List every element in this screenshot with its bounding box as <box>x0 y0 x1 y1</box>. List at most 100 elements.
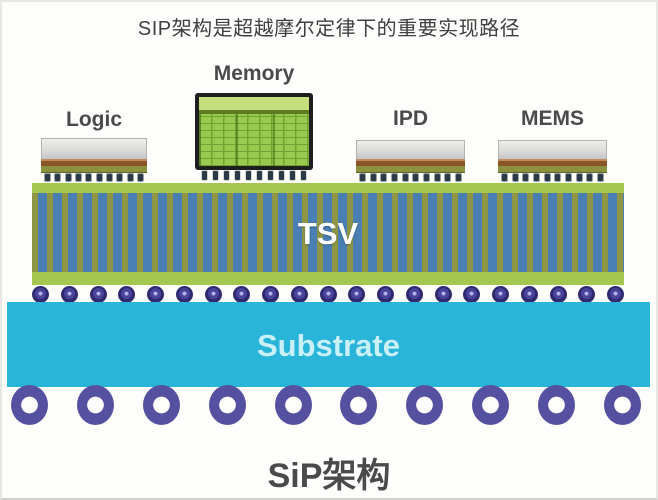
ipd-chip-bumps <box>356 173 465 183</box>
diagram-title: SIP架构是超越摩尔定律下的重要实现路径 <box>137 18 521 40</box>
donut <box>406 385 444 425</box>
bump <box>116 173 124 182</box>
tsv-via-stripes <box>32 193 624 272</box>
bump <box>289 170 296 181</box>
microball <box>492 285 509 303</box>
microball <box>319 285 337 303</box>
memory-chip-bumps <box>195 170 313 182</box>
memory-chip-label: Memory <box>213 62 295 85</box>
bump <box>223 170 230 181</box>
bump <box>126 173 134 182</box>
bump <box>596 173 604 182</box>
bump <box>511 173 519 182</box>
bump <box>501 173 508 182</box>
microball <box>463 285 481 303</box>
donut <box>76 385 114 425</box>
bump <box>267 170 274 181</box>
substrate-label: Substrate <box>257 328 400 363</box>
donut <box>208 385 246 425</box>
bump <box>359 173 366 182</box>
microball <box>204 285 222 303</box>
memory-cell-grid <box>199 114 309 166</box>
bump <box>380 173 388 182</box>
bump <box>554 173 562 182</box>
ipd-chip-label: IPD <box>392 107 428 130</box>
memory-chip-top-band <box>199 97 309 110</box>
tsv-label: TSV <box>297 216 359 251</box>
microball <box>32 285 49 303</box>
bump <box>44 173 51 182</box>
donut <box>472 385 510 425</box>
donut <box>340 385 378 425</box>
logic-chip-bumps <box>41 173 147 183</box>
bump <box>245 170 252 181</box>
bump <box>522 173 530 182</box>
bump <box>444 173 452 182</box>
bump <box>256 170 263 181</box>
donut <box>274 385 312 425</box>
memory-chip-frame <box>195 93 313 170</box>
microball <box>290 285 308 303</box>
bump <box>390 173 398 182</box>
bump <box>105 173 113 182</box>
mems-chip <box>498 140 607 183</box>
bump <box>278 170 285 181</box>
logic-chip-label: Logic <box>66 108 122 131</box>
bump <box>212 170 219 181</box>
bump <box>369 173 377 182</box>
bump <box>300 170 307 181</box>
microball <box>262 285 279 303</box>
ipd-chip-base <box>356 166 465 173</box>
bump <box>234 170 241 181</box>
bump <box>586 173 594 182</box>
ipd-chip-die <box>356 140 465 159</box>
microball <box>348 285 366 303</box>
bump <box>575 173 583 182</box>
bump <box>564 173 572 182</box>
microball <box>147 285 164 303</box>
substrate-solder-balls <box>11 385 641 425</box>
donut <box>538 385 575 425</box>
tsv-interposer: TSV <box>32 183 624 285</box>
bump <box>74 173 82 182</box>
microball <box>233 285 251 303</box>
memory-chip <box>195 93 313 183</box>
mems-chip-base <box>498 166 607 173</box>
microball <box>607 285 624 303</box>
microball <box>175 285 193 303</box>
interposer-microbumps <box>32 285 624 303</box>
microball <box>578 285 596 303</box>
bump <box>201 170 208 181</box>
ipd-chip-layer <box>356 159 465 166</box>
microball <box>520 285 538 303</box>
bump <box>532 173 540 182</box>
microball <box>60 285 78 303</box>
bump <box>64 173 72 182</box>
microball <box>377 285 394 303</box>
microball <box>549 285 567 303</box>
bump <box>401 173 409 182</box>
microball <box>434 285 452 303</box>
logic-chip-die <box>41 138 147 159</box>
microball <box>118 285 136 303</box>
mems-chip-label: MEMS <box>521 107 584 130</box>
microball <box>405 285 423 303</box>
mems-chip-bumps <box>498 173 607 183</box>
bump <box>433 173 441 182</box>
microball <box>89 285 107 303</box>
logic-chip-base <box>41 166 147 173</box>
donut <box>142 385 180 425</box>
mems-chip-layer <box>498 159 607 166</box>
logic-chip-layer <box>41 159 147 166</box>
bump <box>543 173 551 182</box>
bump <box>454 173 462 182</box>
diagram-caption: SiP架构 <box>267 457 391 495</box>
bump <box>412 173 420 182</box>
donut <box>603 385 641 425</box>
donut <box>11 385 48 425</box>
mems-chip-die <box>498 140 607 159</box>
bump <box>95 173 103 182</box>
logic-chip <box>41 138 147 183</box>
bump <box>54 173 62 182</box>
